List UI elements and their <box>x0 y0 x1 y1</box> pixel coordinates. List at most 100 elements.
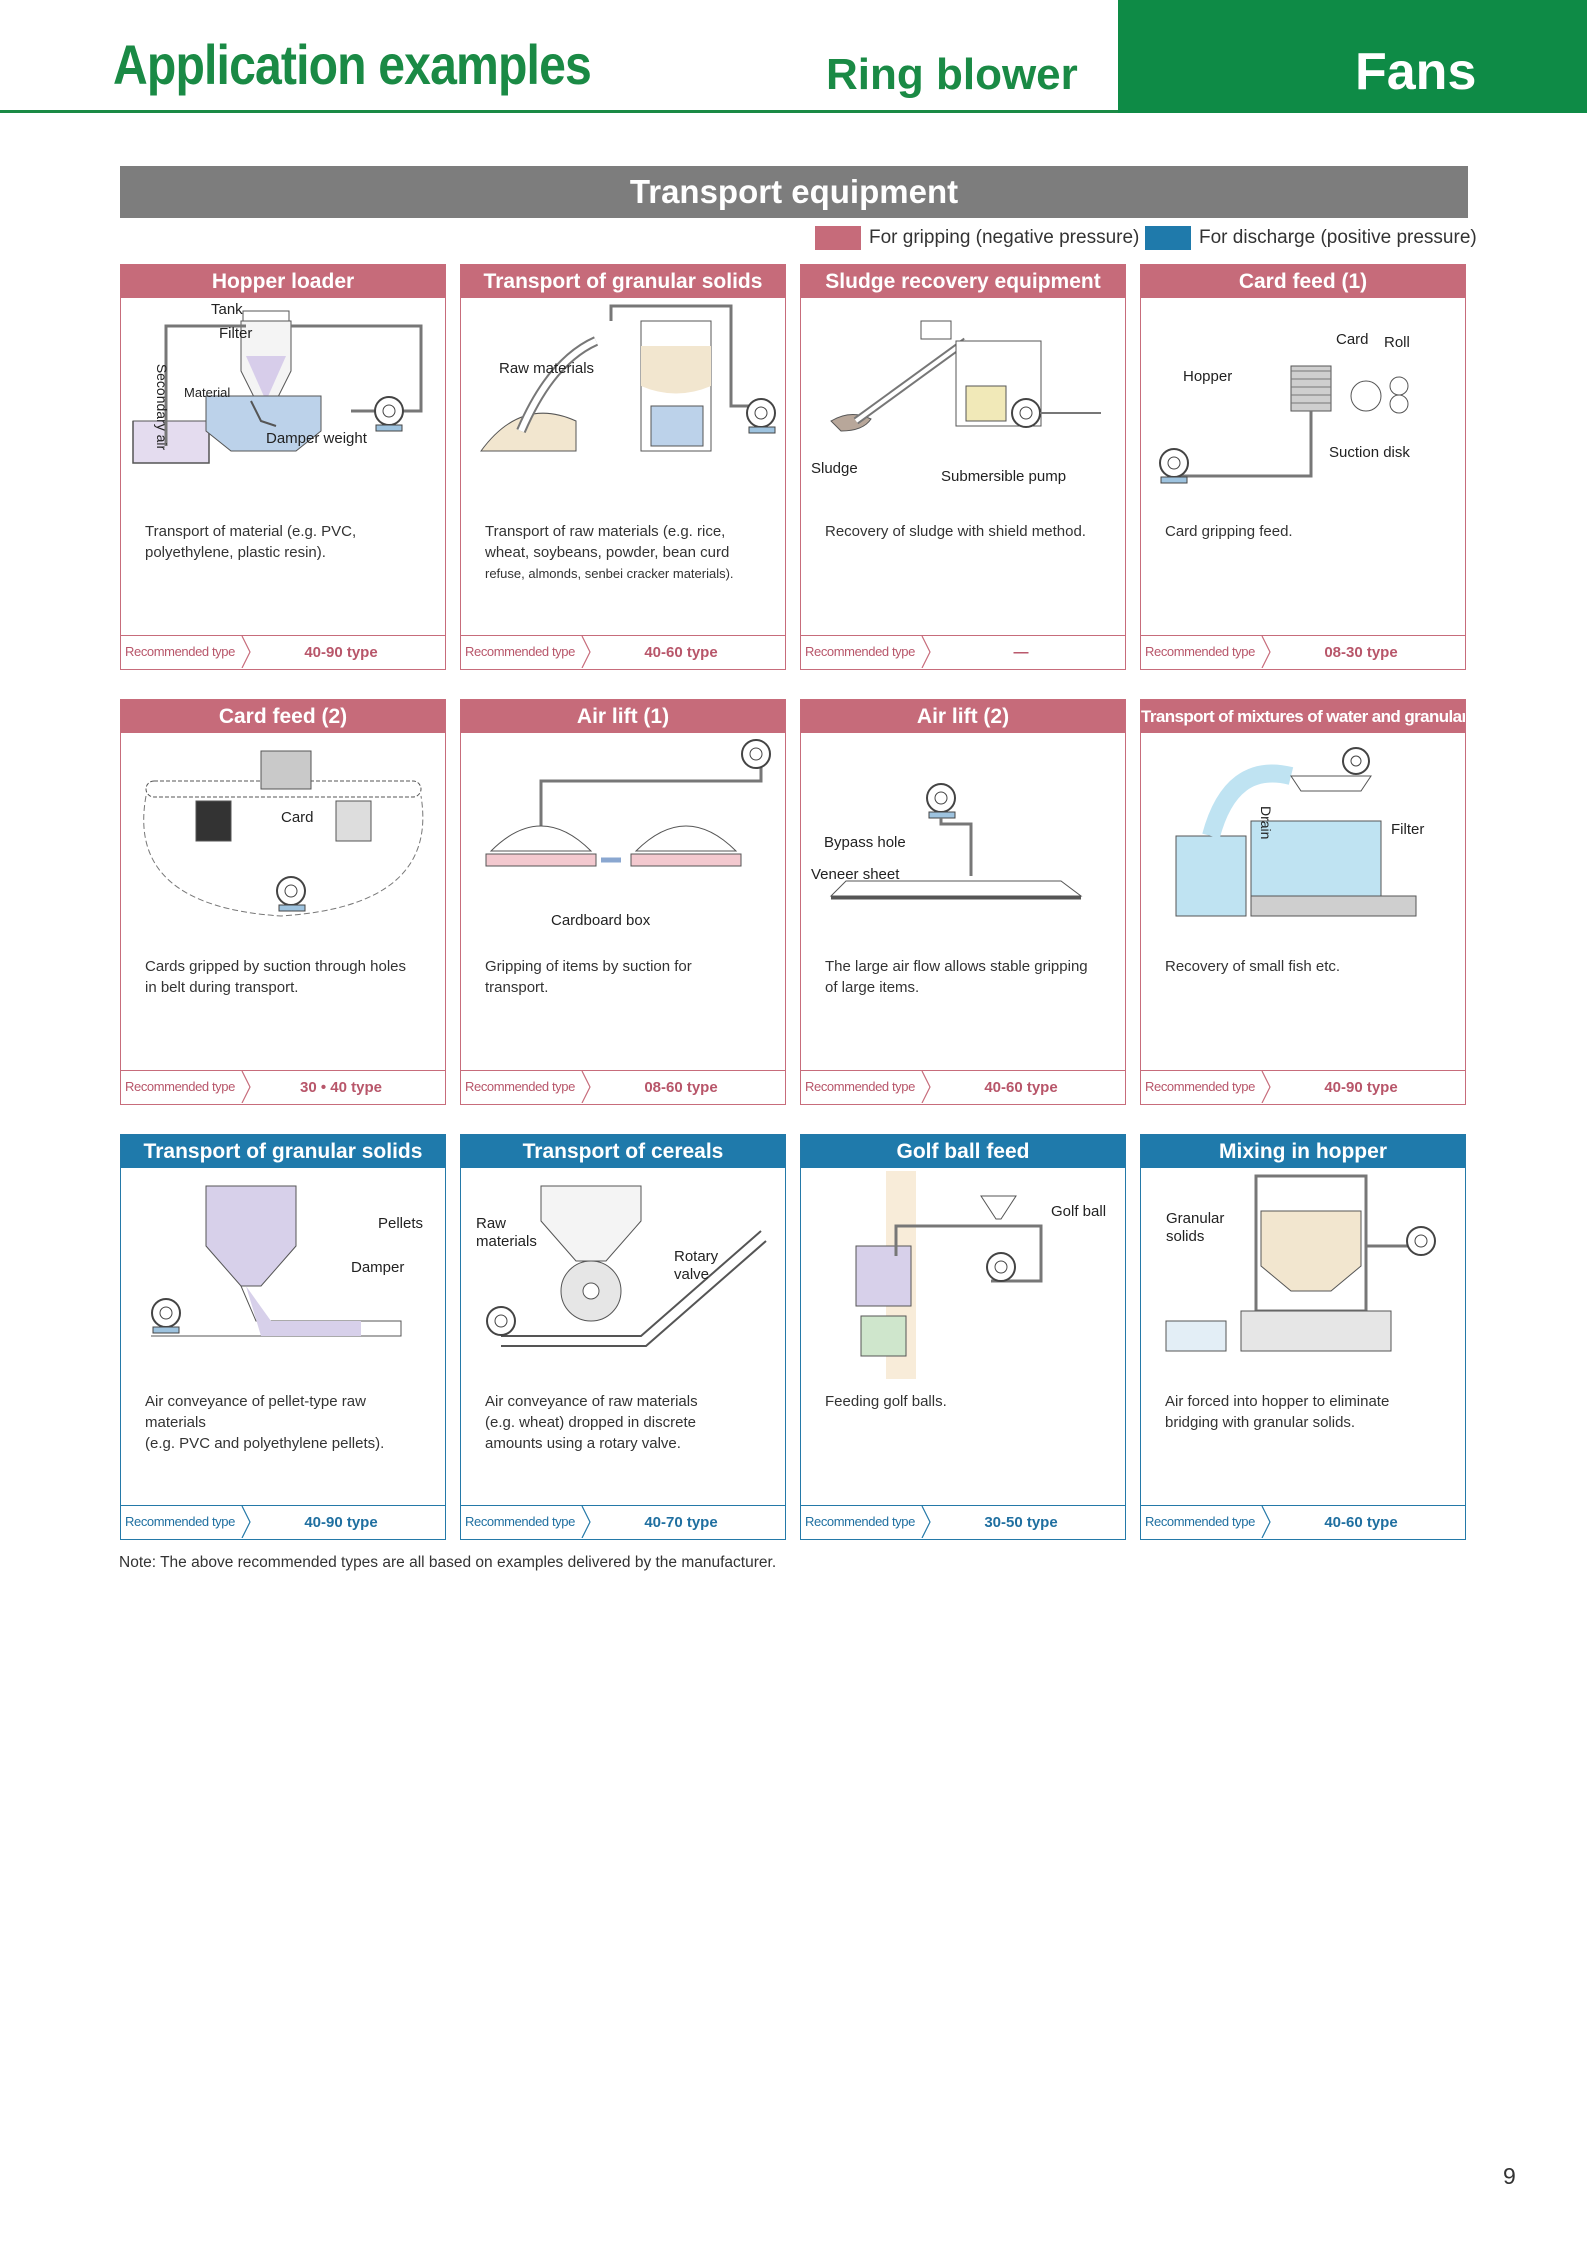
label-submersible-pump: Submersible pump <box>941 468 1066 485</box>
card-water-granular-mix: Transport of mixtures of water and granu… <box>1140 699 1466 1105</box>
card-hopper-loader: Hopper loader Tank Filter Secondary air … <box>120 264 446 670</box>
label-hopper: Hopper <box>1183 368 1232 385</box>
card-card-feed-1: Card feed (1) Card Roll Hopper Suction d… <box>1140 264 1466 670</box>
card-description: Feeding golf balls. <box>825 1393 947 1410</box>
card-transport-granular-solids: Transport of granular solids Raw materia… <box>460 264 786 670</box>
label-secondary-air: Secondary air <box>154 364 170 451</box>
label-golf-ball: Golf ball <box>1051 1203 1106 1220</box>
label-valve: valve <box>674 1266 709 1283</box>
chevron-right-icon <box>921 1506 931 1538</box>
chevron-right-icon <box>1261 1071 1271 1103</box>
recommended-type: — <box>1013 644 1029 661</box>
recommended-type: 40-90 type <box>304 644 378 661</box>
card-card-feed-2: Card feed (2) Card Cards gripped by suct… <box>120 699 446 1105</box>
chevron-right-icon <box>241 1506 251 1538</box>
chevron-right-icon <box>1261 636 1271 668</box>
card-mixing-in-hopper: Mixing in hopper Granular solids Air for… <box>1140 1134 1466 1540</box>
recommended-row: Recommended type 40-60 type <box>801 1070 1125 1104</box>
recommended-type: 30-50 type <box>984 1514 1058 1531</box>
card-title: Card feed (1) <box>1141 265 1465 298</box>
label-veneer-sheet: Veneer sheet <box>811 866 900 883</box>
recommended-label: Recommended type <box>465 1079 575 1094</box>
card-title: Transport of mixtures of water and granu… <box>1141 700 1465 733</box>
legend-negative-label: For gripping (negative pressure) <box>869 227 1140 248</box>
recommended-row: Recommended type 30 • 40 type <box>121 1070 445 1104</box>
label-filter: Filter <box>1391 821 1424 838</box>
recommended-row: Recommended type 30-50 type <box>801 1505 1125 1539</box>
recommended-type: 40-90 type <box>1324 1079 1398 1096</box>
card-description: Transport of material (e.g. PVC,polyethy… <box>145 523 357 561</box>
recommended-label: Recommended type <box>1145 1514 1255 1529</box>
card-air-lift-2: Air lift (2) Bypass hole Veneer sheet Th… <box>800 699 1126 1105</box>
cereals-diagram: Raw materials Rotary valve <box>476 1185 767 1347</box>
card-description: Card gripping feed. <box>1165 523 1293 540</box>
label-damper-weight: Damper weight <box>266 430 368 447</box>
chevron-right-icon <box>581 1071 591 1103</box>
card-description: Transport of raw materials (e.g. rice,wh… <box>485 523 734 581</box>
card-title: Card feed (2) <box>121 700 445 733</box>
label-card: Card <box>281 809 314 826</box>
chevron-right-icon <box>921 1071 931 1103</box>
chevron-right-icon <box>241 1071 251 1103</box>
chevron-right-icon <box>241 636 251 668</box>
label-cardboard-box: Cardboard box <box>551 912 651 929</box>
granular-solids-diagram: Raw materials <box>480 304 776 452</box>
card-description: Air conveyance of pellet-type raw materi… <box>145 1393 385 1452</box>
card-description: Recovery of small fish etc. <box>1165 958 1341 975</box>
recommended-label: Recommended type <box>805 1079 915 1094</box>
card-title: Hopper loader <box>121 265 445 298</box>
label-materials: materials <box>476 1233 537 1250</box>
recommended-row: Recommended type 40-90 type <box>1141 1070 1465 1104</box>
legend-negative: For gripping (negative pressure) <box>815 224 1139 252</box>
card-golf-ball-feed: Golf ball feed Golf ball Feeding golf ba… <box>800 1134 1126 1540</box>
category-tab-label: Fans <box>1355 43 1477 101</box>
card-title: Transport of granular solids <box>121 1135 445 1168</box>
label-pellets: Pellets <box>378 1215 423 1232</box>
card-title: Golf ball feed <box>801 1135 1125 1168</box>
recommended-type: 40-60 type <box>644 644 718 661</box>
recommended-row: Recommended type 40-70 type <box>461 1505 785 1539</box>
recommended-type: 40-60 type <box>1324 1514 1398 1531</box>
recommended-type: 08-30 type <box>1324 644 1398 661</box>
label-drain: Drain <box>1258 806 1274 839</box>
label-sludge: Sludge <box>811 460 858 477</box>
label-filter: Filter <box>219 325 252 342</box>
air-lift-1-diagram: Cardboard box <box>485 739 771 929</box>
page-title: Application examples <box>113 33 592 96</box>
card-title: Air lift (1) <box>461 700 785 733</box>
recommended-label: Recommended type <box>805 644 915 659</box>
label-bypass-hole: Bypass hole <box>824 834 906 851</box>
sludge-recovery-diagram: Sludge Submersible pump <box>811 320 1101 485</box>
air-lift-2-diagram: Bypass hole Veneer sheet <box>811 783 1083 900</box>
recommended-label: Recommended type <box>125 644 235 659</box>
recommended-type: 30 • 40 type <box>300 1079 382 1096</box>
chevron-right-icon <box>581 1506 591 1538</box>
header-rule <box>0 110 1118 113</box>
card-feed-2-diagram: Card <box>143 750 424 917</box>
card-feed-1-diagram: Card Roll Hopper Suction disk <box>1159 331 1410 484</box>
label-tank: Tank <box>211 301 243 318</box>
recommended-type: 40-90 type <box>304 1514 378 1531</box>
pellets-diagram: Pellets Damper <box>151 1185 423 1337</box>
legend-positive-label: For discharge (positive pressure) <box>1199 227 1477 248</box>
card-title: Transport of cereals <box>461 1135 785 1168</box>
card-description: Recovery of sludge with shield method. <box>825 523 1086 540</box>
recommended-row: Recommended type 40-90 type <box>121 635 445 669</box>
page-number: 9 <box>1503 2163 1516 2189</box>
label-raw-materials: Raw materials <box>499 360 594 377</box>
recommended-type: 40-60 type <box>984 1079 1058 1096</box>
recommended-label: Recommended type <box>1145 1079 1255 1094</box>
recommended-type: 08-60 type <box>644 1079 718 1096</box>
card-description: Air conveyance of raw materials(e.g. whe… <box>485 1393 698 1452</box>
card-sludge-recovery: Sludge recovery equipment Sludge Submers… <box>800 264 1126 670</box>
label-material: Material <box>184 385 230 400</box>
label-rotary: Rotary <box>674 1248 719 1265</box>
mixing-hopper-diagram: Granular solids <box>1165 1174 1436 1352</box>
hopper-loader-diagram: Tank Filter Secondary air Material Dampe… <box>132 301 423 464</box>
section-title: Transport equipment <box>120 166 1468 218</box>
card-description: The large air flow allows stable grippin… <box>825 958 1088 996</box>
card-transport-cereals: Transport of cereals Raw materials Rotar… <box>460 1134 786 1540</box>
